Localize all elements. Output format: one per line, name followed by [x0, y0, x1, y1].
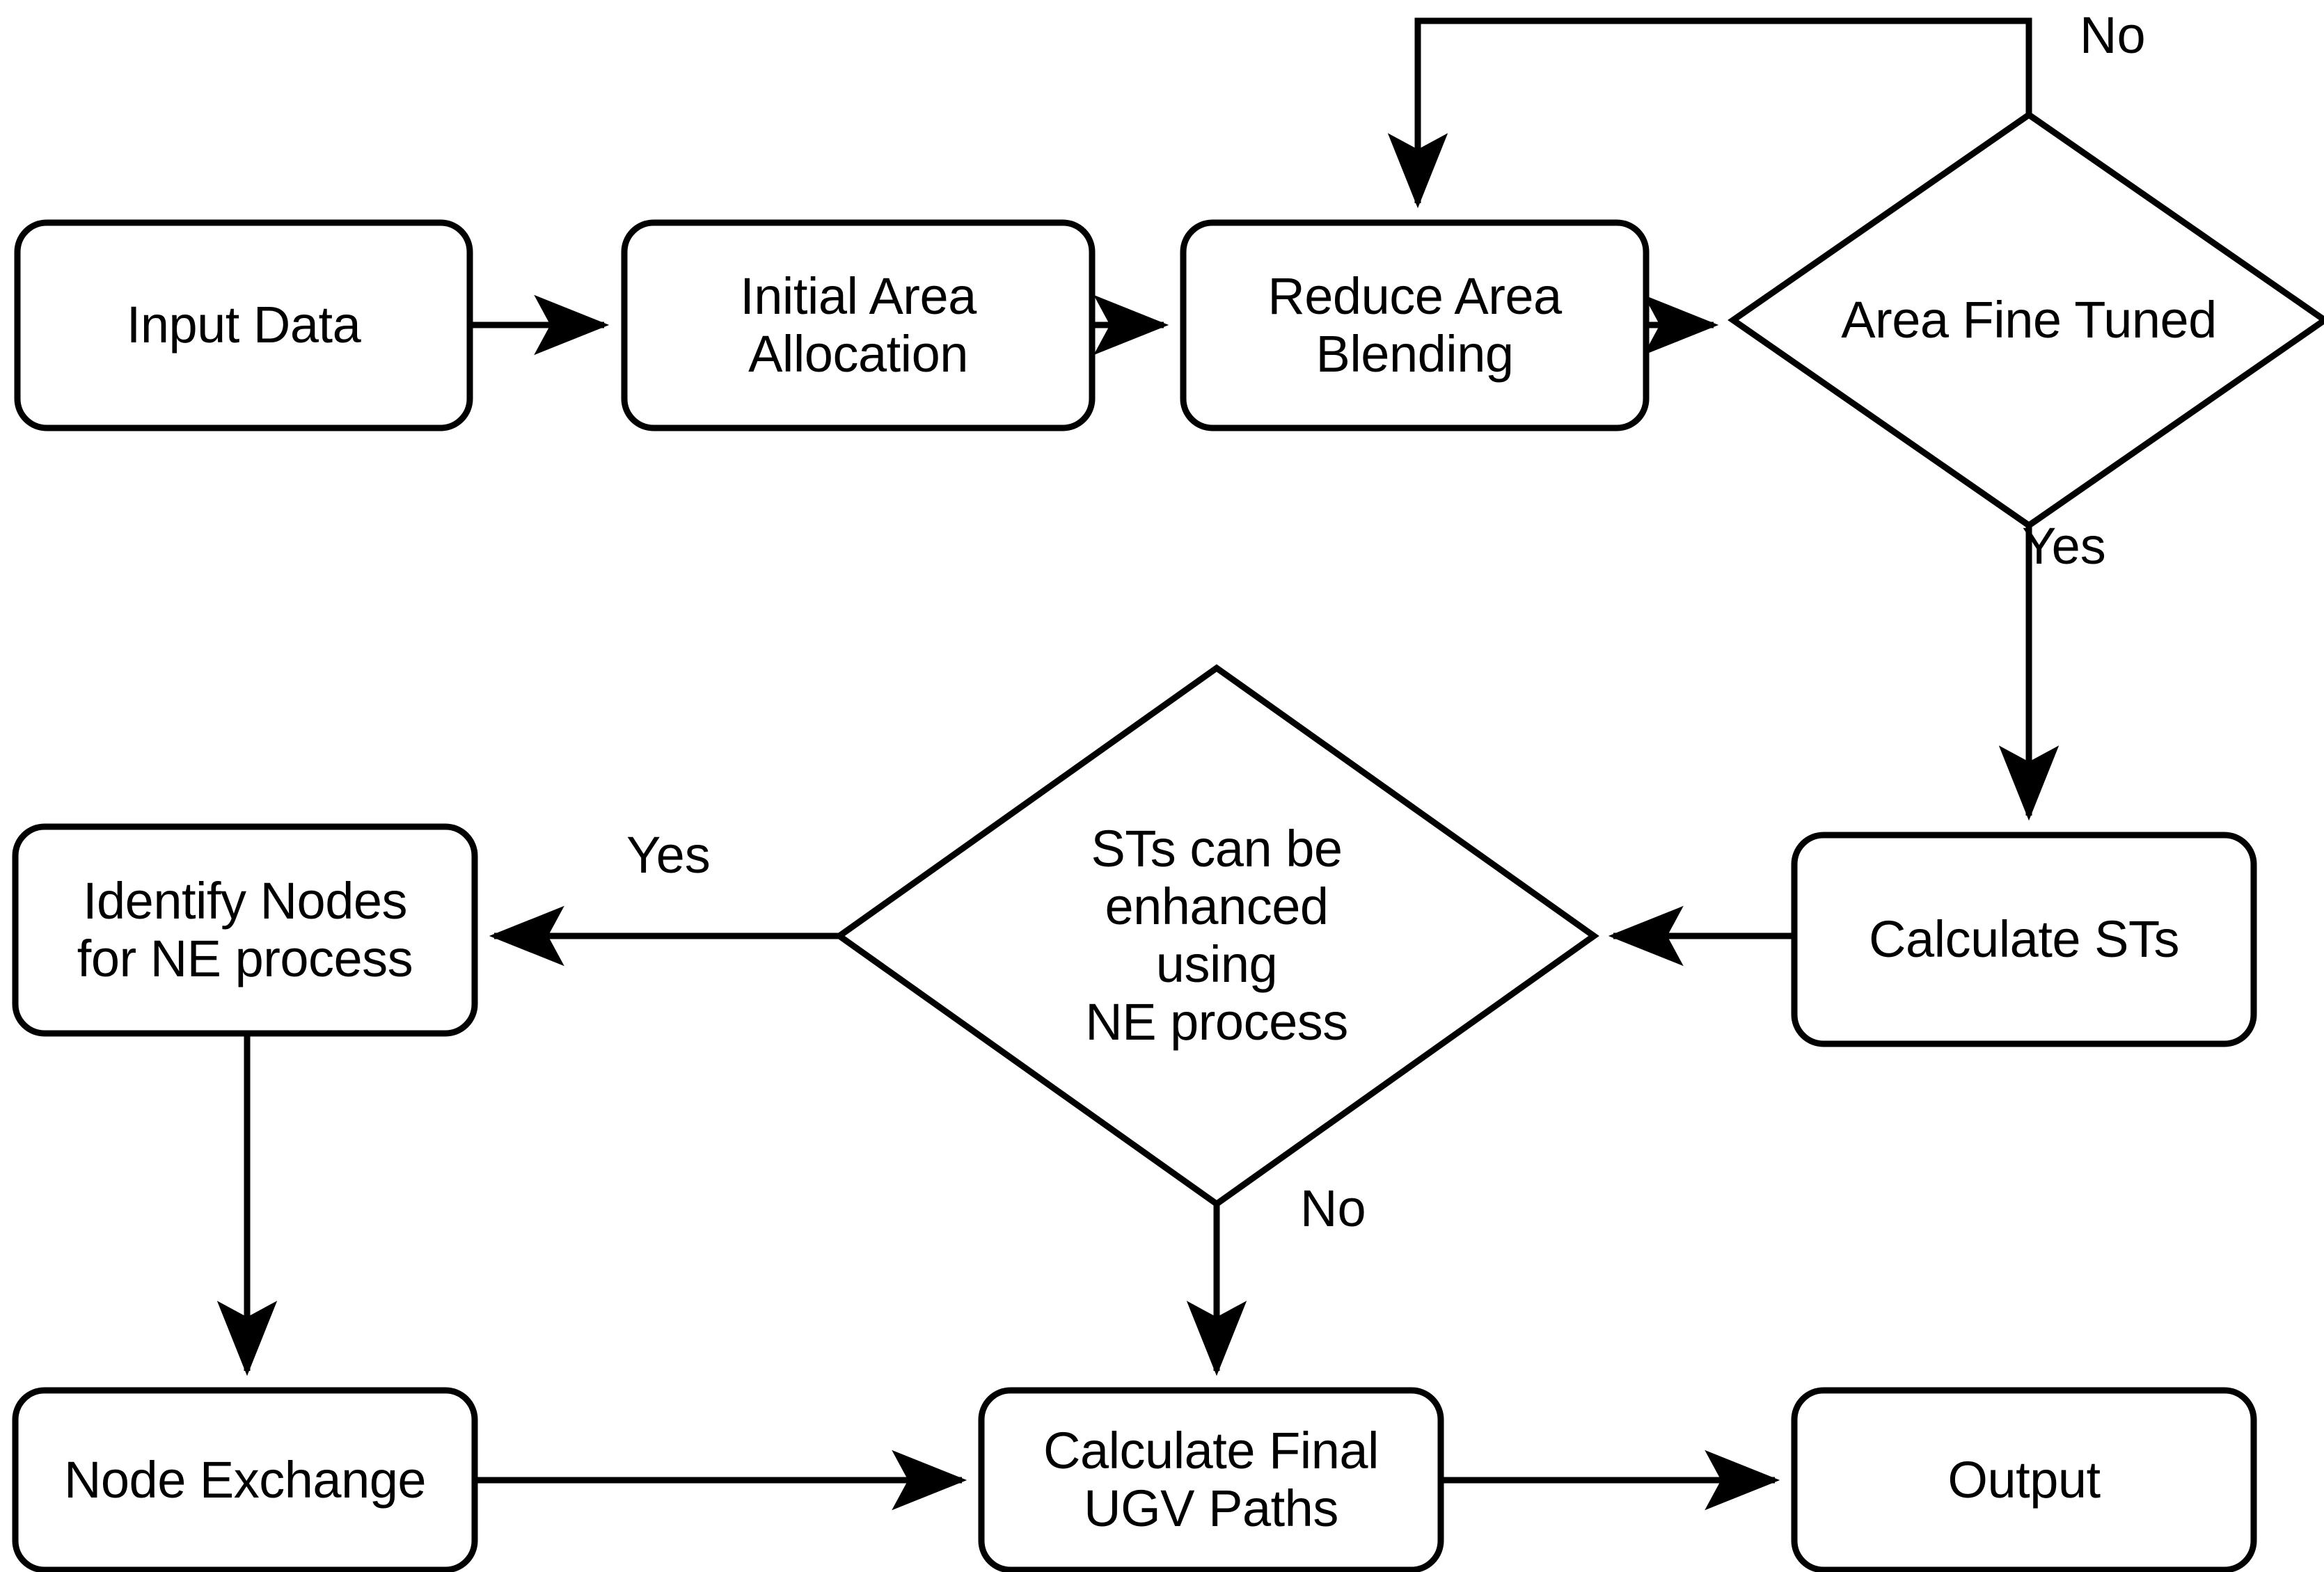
node-input-data[interactable] [17, 223, 470, 428]
node-identify-nodes[interactable] [15, 827, 475, 1033]
node-area-fine-tuned[interactable] [1733, 115, 2324, 525]
node-node-exchange[interactable] [15, 1390, 475, 1570]
node-initial-area-allocation[interactable] [624, 223, 1092, 428]
edge-label-no-area-fine-tuned: No [2080, 6, 2146, 64]
node-output[interactable] [1794, 1390, 2254, 1570]
node-calculate-sts-shape [1791, 832, 2257, 1047]
node-reduce-area-blending[interactable] [1183, 223, 1646, 428]
node-sts-enhanced-ne[interactable] [839, 668, 1594, 1204]
edge-decision-no-loop [1387, 17, 2032, 209]
edge-label-no-sts-enhanced: No [1300, 1180, 1366, 1237]
node-calculate-sts[interactable] [1794, 835, 2254, 1044]
node-output-shape [1791, 1387, 2257, 1572]
node-calculate-final-paths[interactable] [981, 1390, 1441, 1570]
edge-label-yes-area-fine-tuned: Yes [2022, 517, 2106, 575]
edge-label-yes-sts-enhanced: Yes [626, 826, 711, 884]
